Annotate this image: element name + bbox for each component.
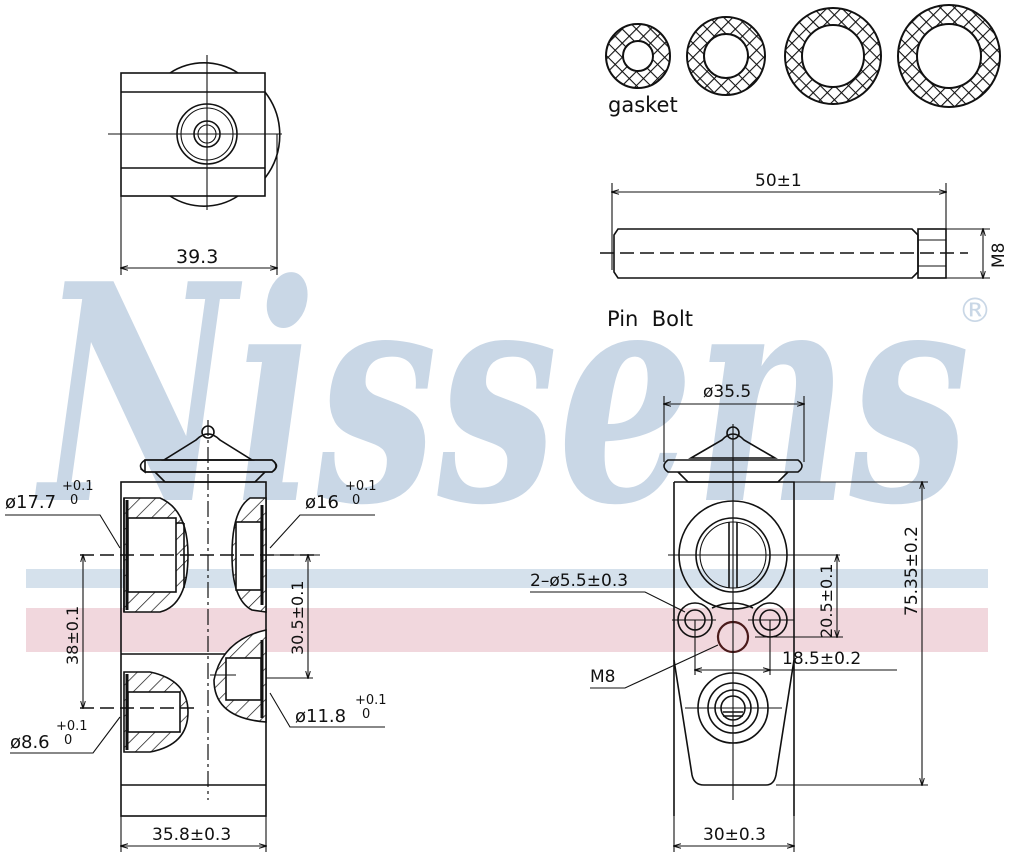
port-top-right-dia: ø16 (305, 492, 339, 513)
gasket-2 (686, 16, 766, 96)
port-bottom-right-dia: ø11.8 (295, 706, 346, 727)
port-bottom-left-dia: ø8.6 (10, 732, 50, 753)
port-bottom-left-tol-lower: 0 (64, 733, 72, 748)
port-bottom-left-tol-upper: +0.1 (56, 719, 88, 734)
port-top-right-tol-upper: +0.1 (345, 479, 377, 494)
pin-bolt-label: Pin Bolt (607, 307, 693, 331)
watermark-logo: Nissens (33, 218, 970, 571)
front-section-view: 38±0.1 30.5±0.1 ø17.7 +0.1 0 ø16 +0.1 0 … (5, 420, 387, 852)
gasket-1 (605, 23, 671, 89)
gaskets: gasket (605, 4, 1001, 117)
pin-bolt: 50±1 M8 Pin Bolt (600, 171, 1009, 331)
side-view: ø35.5 2–ø5.5±0.3 (530, 382, 928, 852)
port-top-right-tol-lower: 0 (352, 493, 360, 508)
side-thread-label: M8 (590, 667, 615, 687)
side-total-height-dim: 75.35±0.2 (902, 526, 922, 616)
gasket-3 (784, 7, 882, 105)
watermark: Nissens ® (26, 218, 992, 652)
top-view: 39.3 (108, 55, 282, 275)
side-head-dia-dim: ø35.5 (703, 382, 751, 402)
side-vertical-offset-dim: 20.5±0.1 (817, 564, 836, 638)
gasket-label: gasket (608, 93, 678, 117)
port-top-left-tol-lower: 0 (70, 493, 78, 508)
side-width-dim: 30±0.3 (703, 825, 766, 845)
front-width-dim: 35.8±0.3 (152, 825, 231, 845)
registered-mark-icon: ® (958, 291, 992, 331)
top-view-width-dim: 39.3 (176, 246, 218, 268)
port-bottom-right-tol-lower: 0 (362, 707, 370, 722)
port-top-left-dia: ø17.7 (5, 492, 56, 513)
front-height-left-dim: 38±0.1 (63, 606, 82, 665)
gasket-4 (897, 4, 1001, 108)
pin-bolt-thread-dim: M8 (989, 243, 1009, 268)
pin-bolt-length-dim: 50±1 (755, 171, 802, 191)
side-hole-spacing-dim: 18.5±0.2 (782, 649, 861, 669)
side-holes-dim: 2–ø5.5±0.3 (530, 571, 628, 591)
port-top-left-tol-upper: +0.1 (62, 479, 94, 494)
front-height-right-dim: 30.5±0.1 (288, 581, 307, 655)
port-bottom-right-tol-upper: +0.1 (355, 693, 387, 708)
watermark-band-pink (26, 608, 988, 652)
